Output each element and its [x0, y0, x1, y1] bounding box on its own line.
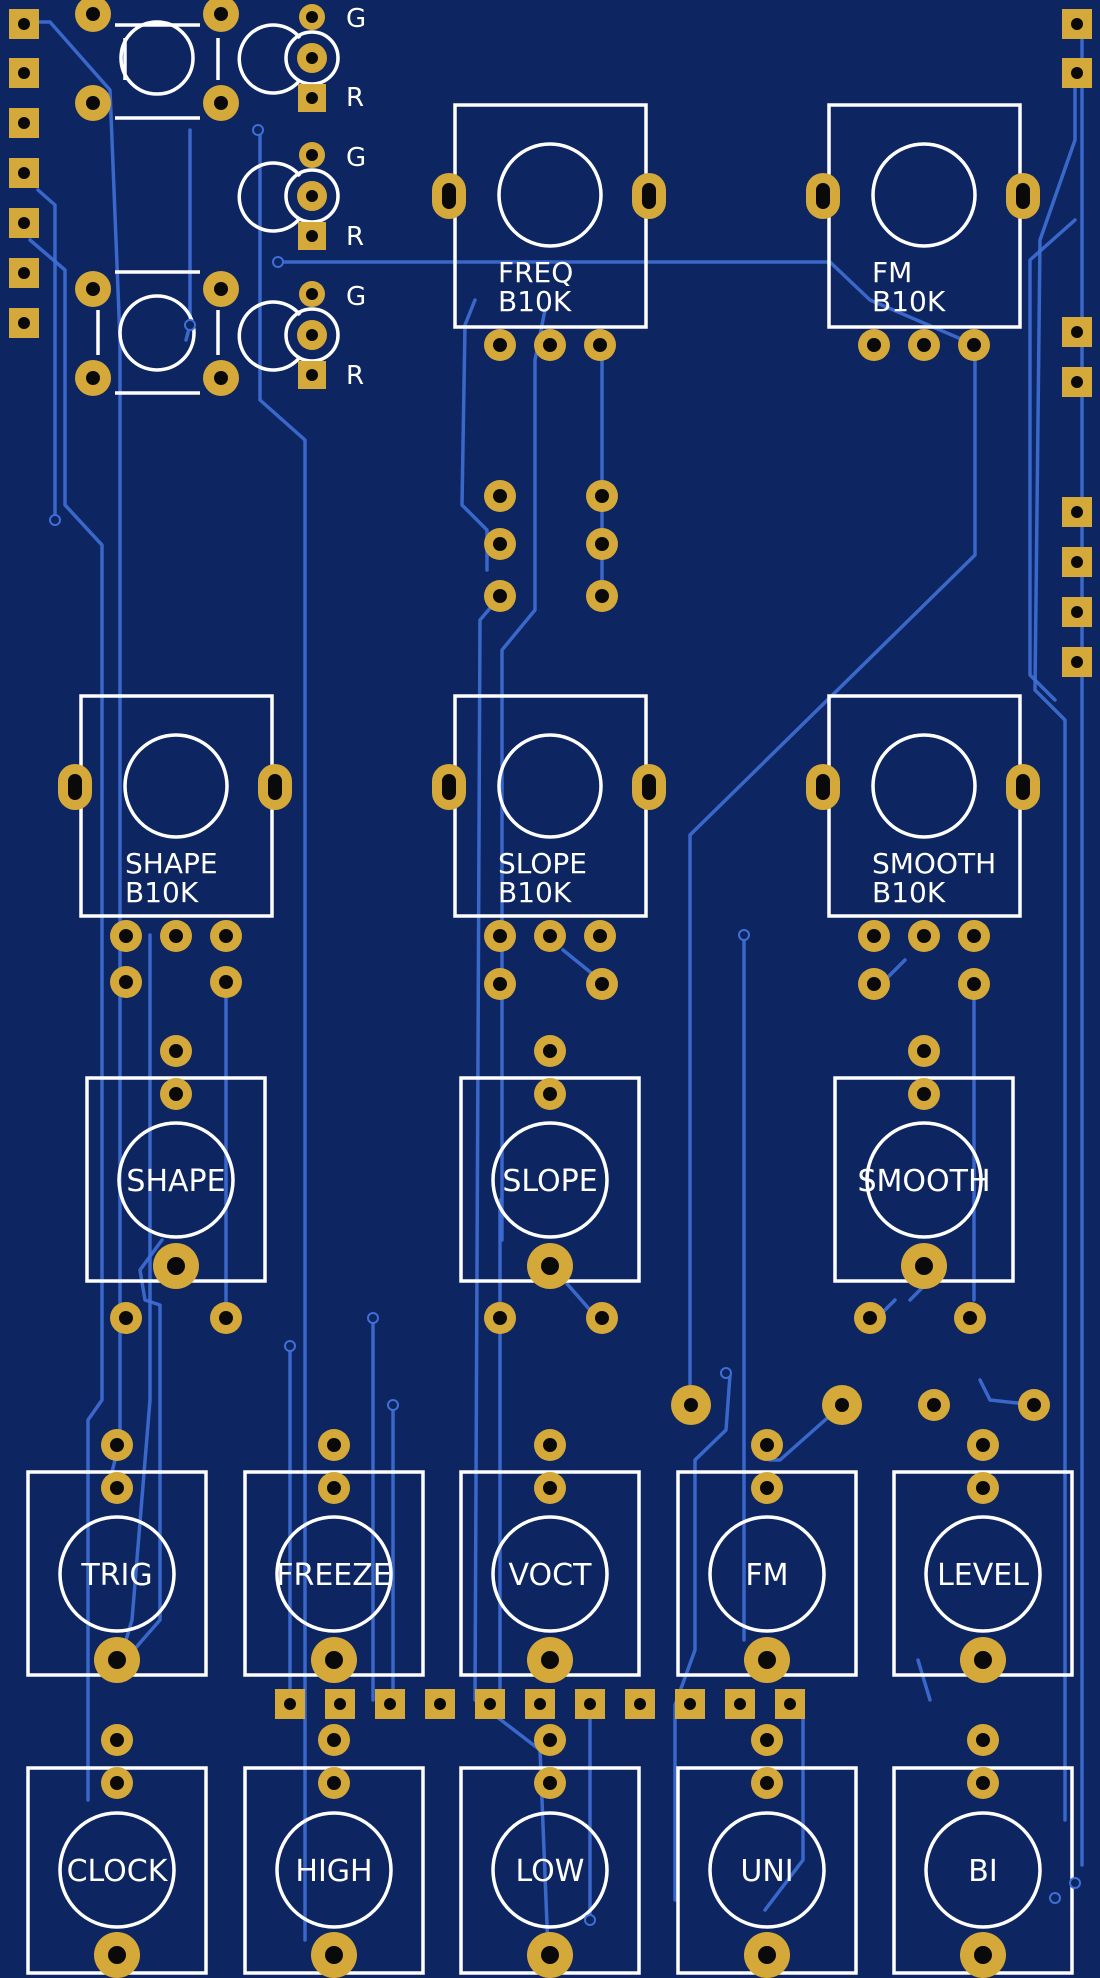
led-2-pin-g: G — [346, 143, 366, 173]
jack-fm-label: FM — [745, 1558, 788, 1593]
led-3-pin-g: G — [346, 282, 366, 312]
pot-smooth-label: SMOOTH — [872, 847, 996, 880]
jack-level-label: LEVEL — [937, 1558, 1029, 1593]
led-1-pin-r: R — [346, 83, 364, 113]
pot-aux-pads — [110, 480, 1050, 1425]
jack-low: LOW — [459, 1724, 641, 1978]
jack-clock: CLOCK — [26, 1724, 208, 1978]
jack-uni: UNI — [676, 1724, 858, 1978]
led-2: G R — [237, 142, 366, 252]
pot-slope-label: SLOPE — [498, 847, 587, 880]
jack-clock-label: CLOCK — [67, 1854, 169, 1889]
jack-shape: SHAPE — [85, 1035, 267, 1289]
jack-smooth: SMOOTH — [833, 1035, 1015, 1289]
push-button-1 — [75, 0, 239, 121]
pot-freq-value: B10K — [498, 285, 572, 318]
jack-high-label: HIGH — [295, 1854, 372, 1889]
jack-uni-label: UNI — [740, 1854, 793, 1889]
jack-voct-label: VOCT — [509, 1558, 593, 1593]
pot-fm-value: B10K — [872, 285, 946, 318]
jack-freeze-label: FREEZE — [276, 1558, 392, 1593]
bottom-header — [275, 1689, 805, 1719]
right-header-lower — [1062, 497, 1092, 677]
led-3: G R — [237, 281, 366, 391]
jack-level: LEVEL — [892, 1429, 1074, 1683]
pot-freq-label: FREQ — [498, 256, 573, 289]
right-header-top — [1062, 9, 1092, 88]
jack-low-label: LOW — [516, 1854, 585, 1889]
push-button-2 — [75, 270, 239, 396]
pot-shape: SHAPE B10K — [58, 694, 292, 952]
jack-trig-label: TRIG — [80, 1558, 152, 1593]
jack-bi-label: BI — [968, 1854, 997, 1889]
led-1-pin-g: G — [346, 4, 366, 34]
pot-smooth-value: B10K — [872, 876, 946, 909]
jack-freeze: FREEZE — [243, 1429, 425, 1683]
vias — [49, 124, 1081, 1926]
right-header-middle — [1062, 317, 1092, 397]
jack-fm: FM — [676, 1429, 858, 1683]
led-2-pin-r: R — [346, 222, 364, 252]
pot-slope-value: B10K — [498, 876, 572, 909]
pot-smooth: SMOOTH B10K — [806, 694, 1040, 952]
jack-high: HIGH — [243, 1724, 425, 1978]
jack-bi: BI — [892, 1724, 1074, 1978]
pot-shape-label: SHAPE — [125, 847, 218, 880]
pot-fm-label: FM — [872, 256, 912, 289]
left-header — [9, 9, 39, 338]
led-3-pin-r: R — [346, 361, 364, 391]
pot-freq: FREQ B10K — [432, 103, 666, 361]
jack-shape-label: SHAPE — [126, 1164, 225, 1199]
jack-trig: TRIG — [26, 1429, 208, 1683]
pot-fm: FM B10K — [806, 103, 1040, 361]
jack-slope: SLOPE — [459, 1035, 641, 1289]
jack-voct: VOCT — [459, 1429, 641, 1683]
pot-slope: SLOPE B10K — [432, 694, 666, 952]
led-1: G R — [237, 4, 366, 113]
jack-slope-label: SLOPE — [502, 1164, 597, 1199]
jack-smooth-label: SMOOTH — [857, 1164, 990, 1199]
pot-shape-value: B10K — [125, 876, 199, 909]
